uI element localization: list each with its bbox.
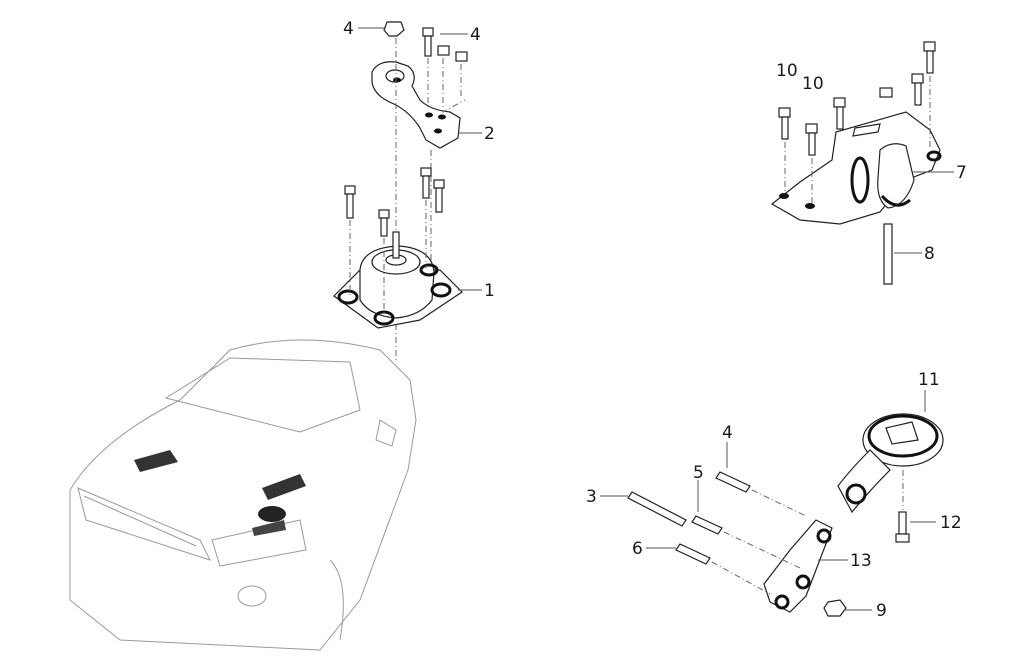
engine-mount-highlight-right (252, 474, 306, 536)
part-1-bolts (344, 167, 445, 237)
callout-5: 4 (343, 19, 354, 39)
part-8-stud (883, 223, 893, 285)
callout-4a: 4 (722, 423, 733, 443)
part-1-engine-mount (333, 231, 463, 329)
part-12-bolt (895, 511, 910, 543)
callout-4b: 5 (693, 463, 704, 483)
vehicle-outline (69, 339, 417, 651)
part-6-bolts (422, 27, 468, 62)
callout-1: 1 (484, 281, 495, 301)
callout-11: 11 (918, 370, 940, 390)
part-10-bolts (778, 41, 936, 156)
callout-2: 2 (484, 124, 495, 144)
callout-12: 12 (940, 513, 962, 533)
callout-8: 8 (924, 244, 935, 264)
callout-7: 7 (956, 163, 967, 183)
callout-10b: 10 (802, 74, 824, 94)
part-3-4-bolts (627, 471, 751, 565)
callout-9: 9 (876, 601, 887, 621)
callout-3: 3 (586, 487, 597, 507)
part-7-transmission-mount (770, 111, 942, 225)
part-2-bracket (371, 61, 461, 149)
callout-13: 13 (850, 551, 872, 571)
part-13-bracket (763, 519, 833, 613)
callout-10a: 10 (776, 61, 798, 81)
callout-6: 4 (470, 25, 481, 45)
part-5-nut (383, 21, 405, 37)
engine-mount-highlight-left (134, 450, 178, 472)
part-9-nut (823, 599, 847, 617)
part-11-rear-mount (837, 413, 944, 514)
callout-4c: 6 (632, 539, 643, 559)
